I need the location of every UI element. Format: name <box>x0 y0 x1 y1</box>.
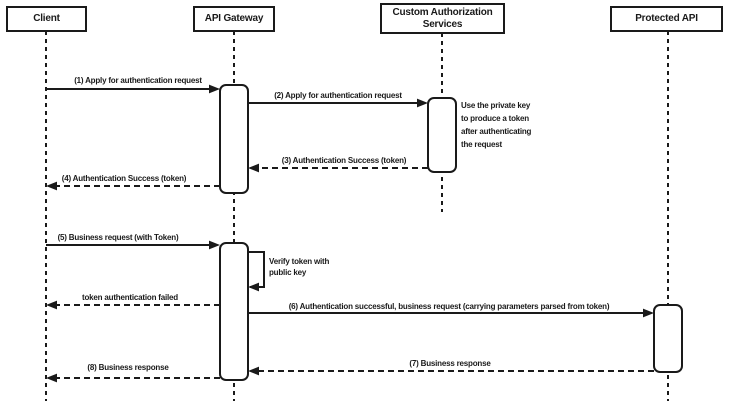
actor-custom-auth: Custom Authorization Services <box>380 3 505 34</box>
message-label-7: (7) Business response <box>409 359 491 368</box>
activation-gateway-business <box>219 242 249 381</box>
note-private-key: Use the private key to produce a token a… <box>461 101 532 149</box>
arrowhead-msg3 <box>248 163 259 173</box>
actor-protected-api-label: Protected API <box>635 13 698 24</box>
arrowhead-msg-token-failed <box>46 300 57 310</box>
actor-client-label: Client <box>33 13 60 24</box>
message-label-2: (2) Apply for authentication request <box>274 91 402 100</box>
arrow-self-loop <box>248 251 265 288</box>
message-label-self-verify: Verify token with public key <box>269 257 330 277</box>
actor-api-gateway: API Gateway <box>193 6 275 32</box>
activations <box>219 84 683 381</box>
message-label-3: (3) Authentication Success (token) <box>281 156 407 165</box>
message-label-4: (4) Authentication Success (token) <box>61 174 187 183</box>
arrowhead-msg4 <box>46 181 57 191</box>
lifelines <box>45 31 669 401</box>
activation-custom-auth <box>427 97 457 173</box>
arrowhead-msg6 <box>643 308 654 318</box>
arrowhead-msg1 <box>209 84 220 94</box>
message-label-token-failed: token authentication failed <box>82 293 178 302</box>
message-label-8: (8) Business response <box>87 363 169 372</box>
actor-api-gateway-label: API Gateway <box>204 13 264 24</box>
arrowhead-msg2 <box>417 98 428 108</box>
actor-protected-api: Protected API <box>610 6 723 32</box>
actor-client: Client <box>6 6 87 32</box>
arrowhead-self-loop <box>248 282 259 292</box>
message-label-5: (5) Business request (with Token) <box>57 233 179 242</box>
message-arrows <box>46 84 654 383</box>
activation-gateway-auth <box>219 84 249 194</box>
arrowhead-msg8 <box>46 373 57 383</box>
actor-custom-auth-label: Custom Authorization Services <box>392 6 493 30</box>
arrowhead-msg7 <box>248 366 259 376</box>
arrowhead-msg5 <box>209 240 220 250</box>
message-label-6: (6) Authentication successful, business … <box>288 302 610 311</box>
activation-protected-api <box>653 304 683 373</box>
message-label-1: (1) Apply for authentication request <box>74 76 202 85</box>
